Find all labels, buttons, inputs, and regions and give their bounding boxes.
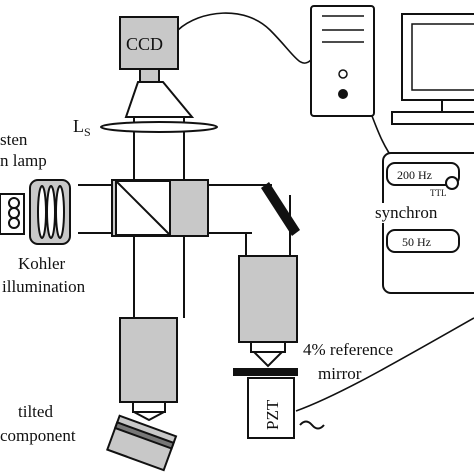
reference-label-line1: 4% reference <box>303 340 393 359</box>
lamp-label-line2: n lamp <box>0 151 47 170</box>
pzt-cable <box>295 317 474 412</box>
reference-objective <box>238 255 298 368</box>
ccd-body <box>119 16 179 70</box>
reference-label-line2: mirror <box>318 364 362 383</box>
computer <box>310 5 474 125</box>
pzt-label: PZT <box>263 399 282 430</box>
freq-50-label: 50 Hz <box>402 235 431 249</box>
synchro-label: synchron <box>375 203 438 222</box>
computer-tower <box>310 5 375 117</box>
freq-50-box <box>386 229 460 253</box>
ccd-camera <box>119 16 195 118</box>
ttl-connector-icon <box>445 176 459 190</box>
tilted-label-line2: component <box>0 426 76 445</box>
ac-signal-icon <box>299 420 325 430</box>
lens-ls-label: LS <box>73 116 91 139</box>
tungsten-lamp <box>0 193 25 235</box>
kohler-label-line1: Kohler <box>18 254 66 273</box>
sample-objective <box>119 317 178 422</box>
ccd-mount <box>139 68 160 83</box>
freq-200-label: 200 Hz <box>397 168 432 182</box>
kohler-label-line2: illumination <box>2 277 86 296</box>
tilted-component <box>106 414 178 472</box>
reference-mirror <box>233 368 298 376</box>
ccd-label: CCD <box>126 34 163 54</box>
freq-200-box <box>386 162 460 186</box>
ttl-label: TTL <box>430 188 447 198</box>
ccd-cone <box>124 81 195 118</box>
lamp-label-line1: sten <box>0 130 28 149</box>
tilted-label-line1: tilted <box>18 402 53 421</box>
fold-mirror <box>261 182 300 236</box>
ccd-computer-cable <box>177 12 312 64</box>
beam-splitter <box>111 179 209 237</box>
pzt-actuator <box>247 377 295 439</box>
kohler-illumination <box>29 179 71 245</box>
computer-keyboard <box>391 111 474 125</box>
lens-ls <box>100 121 218 133</box>
